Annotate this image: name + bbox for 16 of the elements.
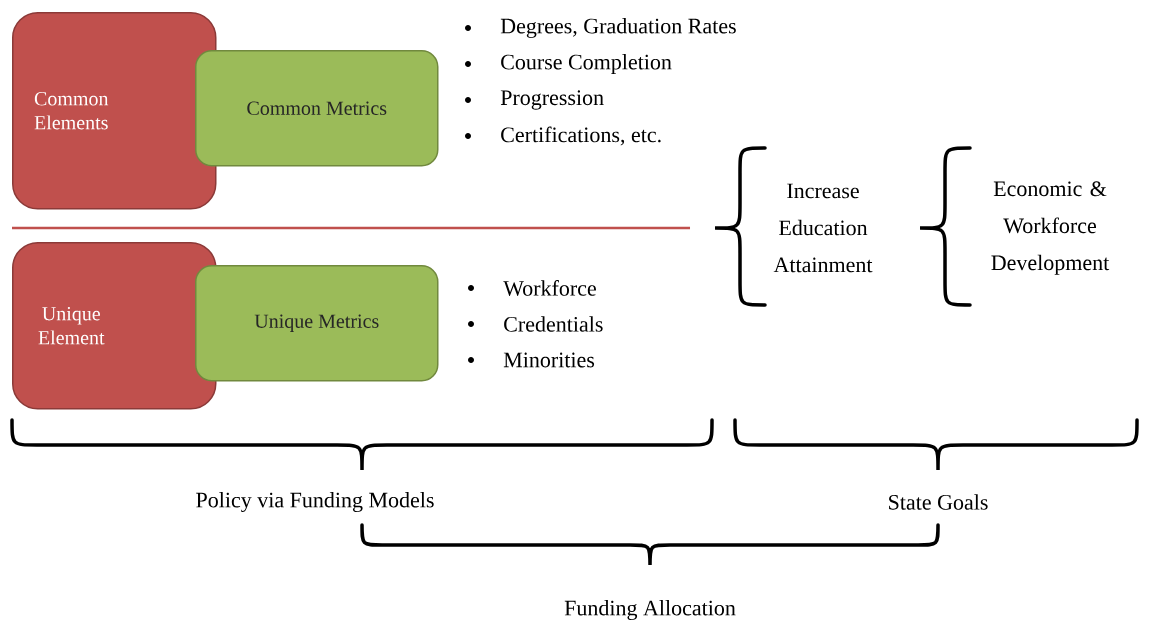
list-item: Workforce [503, 280, 596, 296]
list-item: Certifications, etc. [501, 126, 661, 146]
brace-label: Funding Allocation [564, 600, 736, 620]
brace-label: Policy via Funding Models [196, 492, 434, 512]
list-item: Course Completion [501, 54, 672, 74]
goal-text: Economic & Workforce Development [991, 181, 1110, 275]
list-item: Degrees, Graduation Rates [500, 18, 736, 38]
list-item: Minorities [503, 352, 595, 368]
metrics-box: Unique Metrics [195, 265, 439, 382]
element-box: Common Elements [12, 12, 217, 210]
list-item: Credentials [504, 316, 603, 332]
brace-label: State Goals [889, 494, 988, 510]
element-box: Unique Element [12, 242, 217, 410]
goal-text: Increase Education Attainment [773, 183, 873, 273]
list-item: Progression [500, 90, 604, 110]
metrics-box: Common Metrics [195, 50, 439, 167]
